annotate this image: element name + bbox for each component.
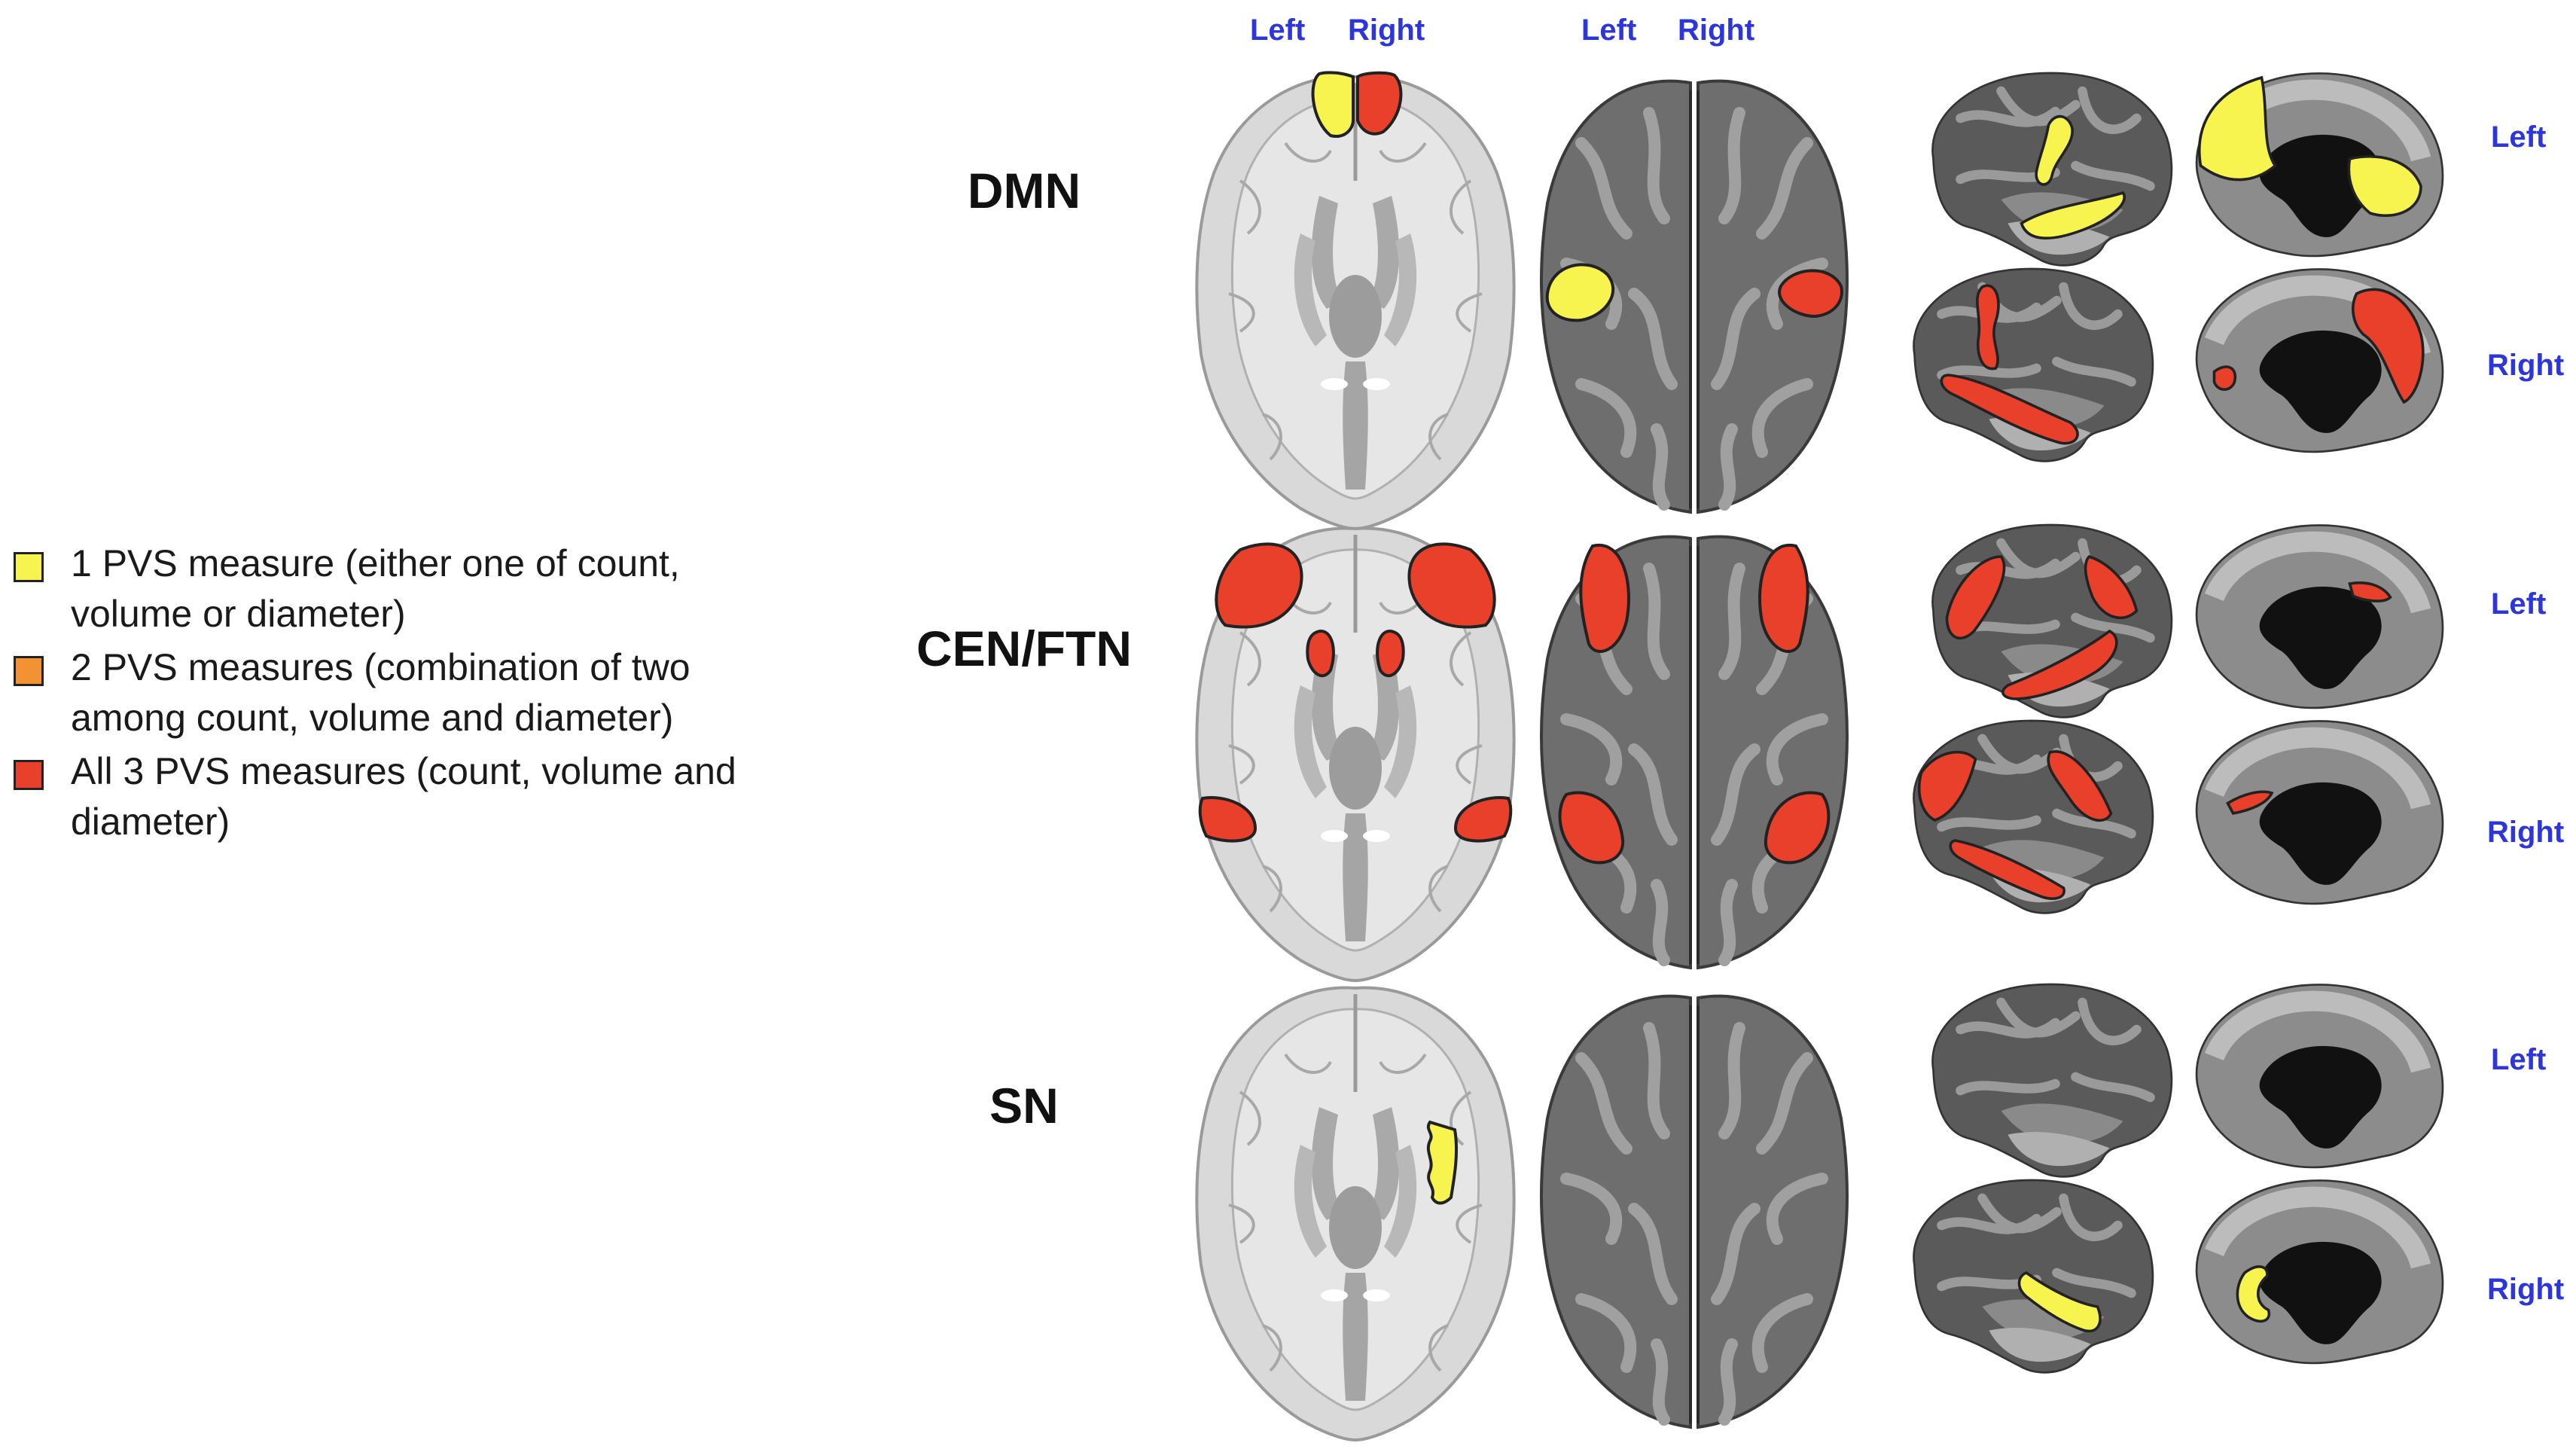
dmn-row-label-right: Right (2487, 349, 2565, 382)
dorsal-header-right: Right (1678, 14, 1755, 47)
cen-dorsal-brain (1536, 523, 1852, 975)
sn-dorsal-brain (1536, 983, 1852, 1435)
dmn-dorsal-region-red (1778, 269, 1843, 319)
legend-text-three-measures: All 3 PVS measures (count, volume and di… (71, 750, 736, 843)
network-label-dmn: DMN (967, 163, 1081, 218)
sn-row-label-left: Left (2491, 1043, 2547, 1076)
cen-left-lateral (1905, 516, 2199, 719)
legend-item-three-measures: All 3 PVS measures (count, volume and di… (14, 746, 767, 847)
cen-right-medial (2172, 712, 2466, 915)
dorsal-header-left: Left (1581, 14, 1637, 47)
network-label-sn: SN (989, 1078, 1059, 1133)
cen-left-medial (2172, 516, 2466, 719)
legend-item-two-measures: 2 PVS measures (combination of two among… (14, 642, 767, 743)
dmn-dorsal-brain (1536, 68, 1852, 520)
sn-left-lateral (1905, 975, 2199, 1179)
dmn-right-medial (2172, 260, 2466, 463)
legend-item-one-measure: 1 PVS measure (either one of count, volu… (14, 538, 767, 639)
network-label-cen-ftn: CEN/FTN (916, 621, 1132, 676)
legend-text-two-measures: 2 PVS measures (combination of two among… (71, 646, 690, 739)
dmn-dorsal-region-yellow (1545, 263, 1615, 322)
sn-right-lateral (1886, 1171, 2180, 1374)
legend-swatch-orange (14, 656, 44, 686)
axial-header-right: Right (1348, 14, 1425, 47)
sn-row-label-right: Right (2487, 1273, 2565, 1306)
dmn-left-lateral (1905, 64, 2199, 267)
sn-axial-brain (1193, 979, 1517, 1446)
legend-swatch-yellow (14, 552, 44, 582)
dmn-axial-brain (1193, 71, 1517, 535)
axial-header-left: Left (1250, 14, 1306, 47)
legend-text-one-measure: 1 PVS measure (either one of count, volu… (71, 542, 680, 635)
cen-row-label-left: Left (2491, 587, 2547, 621)
dmn-left-medial (2172, 64, 2466, 267)
cen-axial-brain (1193, 520, 1517, 987)
sn-left-medial (2172, 975, 2466, 1179)
dmn-axial-region-red (1356, 71, 1403, 136)
sn-right-medial (2172, 1171, 2466, 1374)
dmn-row-label-left: Left (2491, 120, 2547, 154)
dmn-axial-region-yellow (1311, 71, 1355, 138)
legend-swatch-red (14, 760, 44, 790)
sn-axial-region-yellow (1426, 1120, 1459, 1205)
cen-row-label-right: Right (2487, 816, 2565, 849)
cen-right-lateral (1886, 712, 2180, 915)
dmn-right-lateral (1886, 260, 2180, 463)
legend: 1 PVS measure (either one of count, volu… (14, 538, 767, 850)
